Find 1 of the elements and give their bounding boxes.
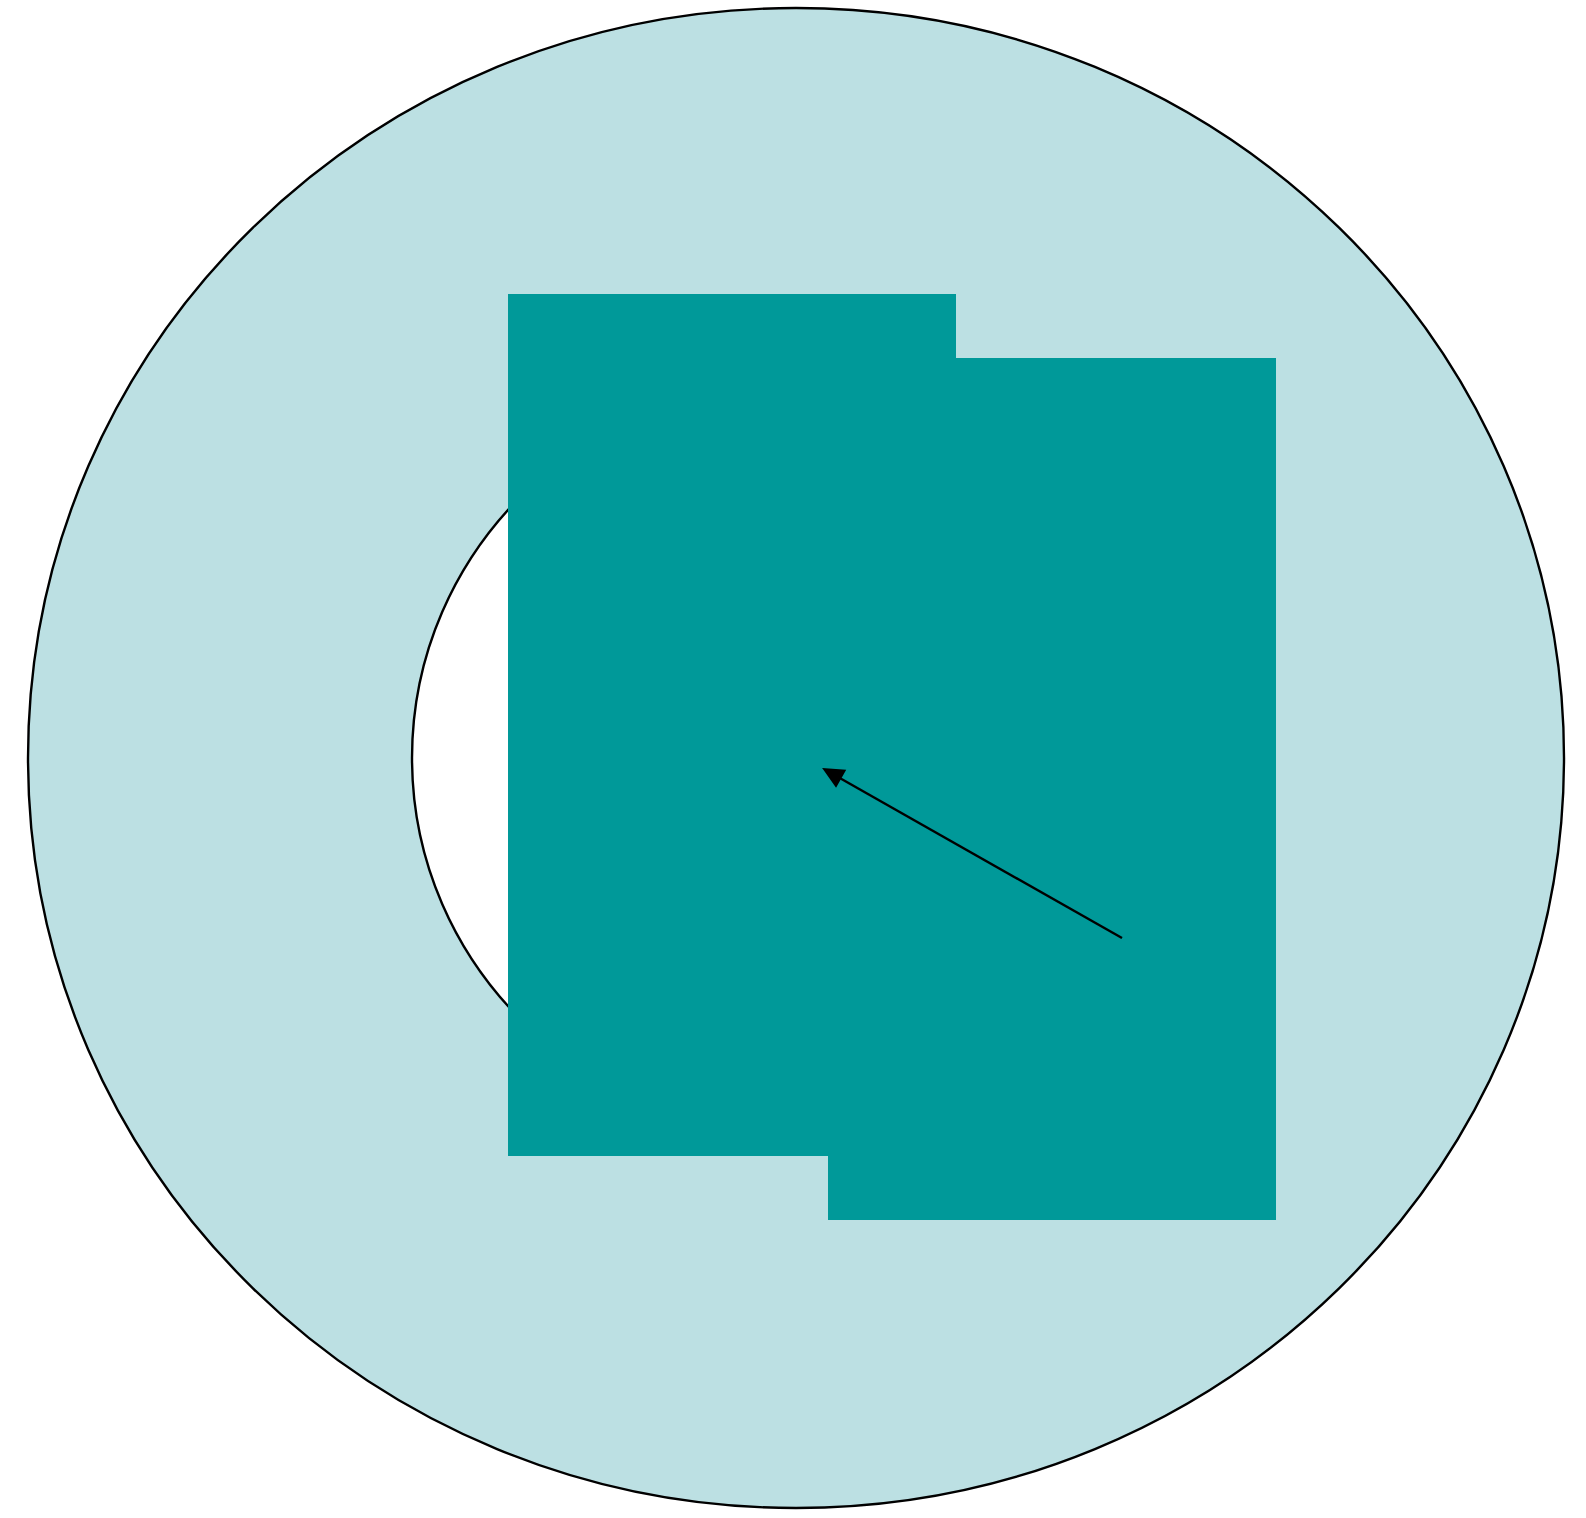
filled-box <box>828 358 1276 1220</box>
